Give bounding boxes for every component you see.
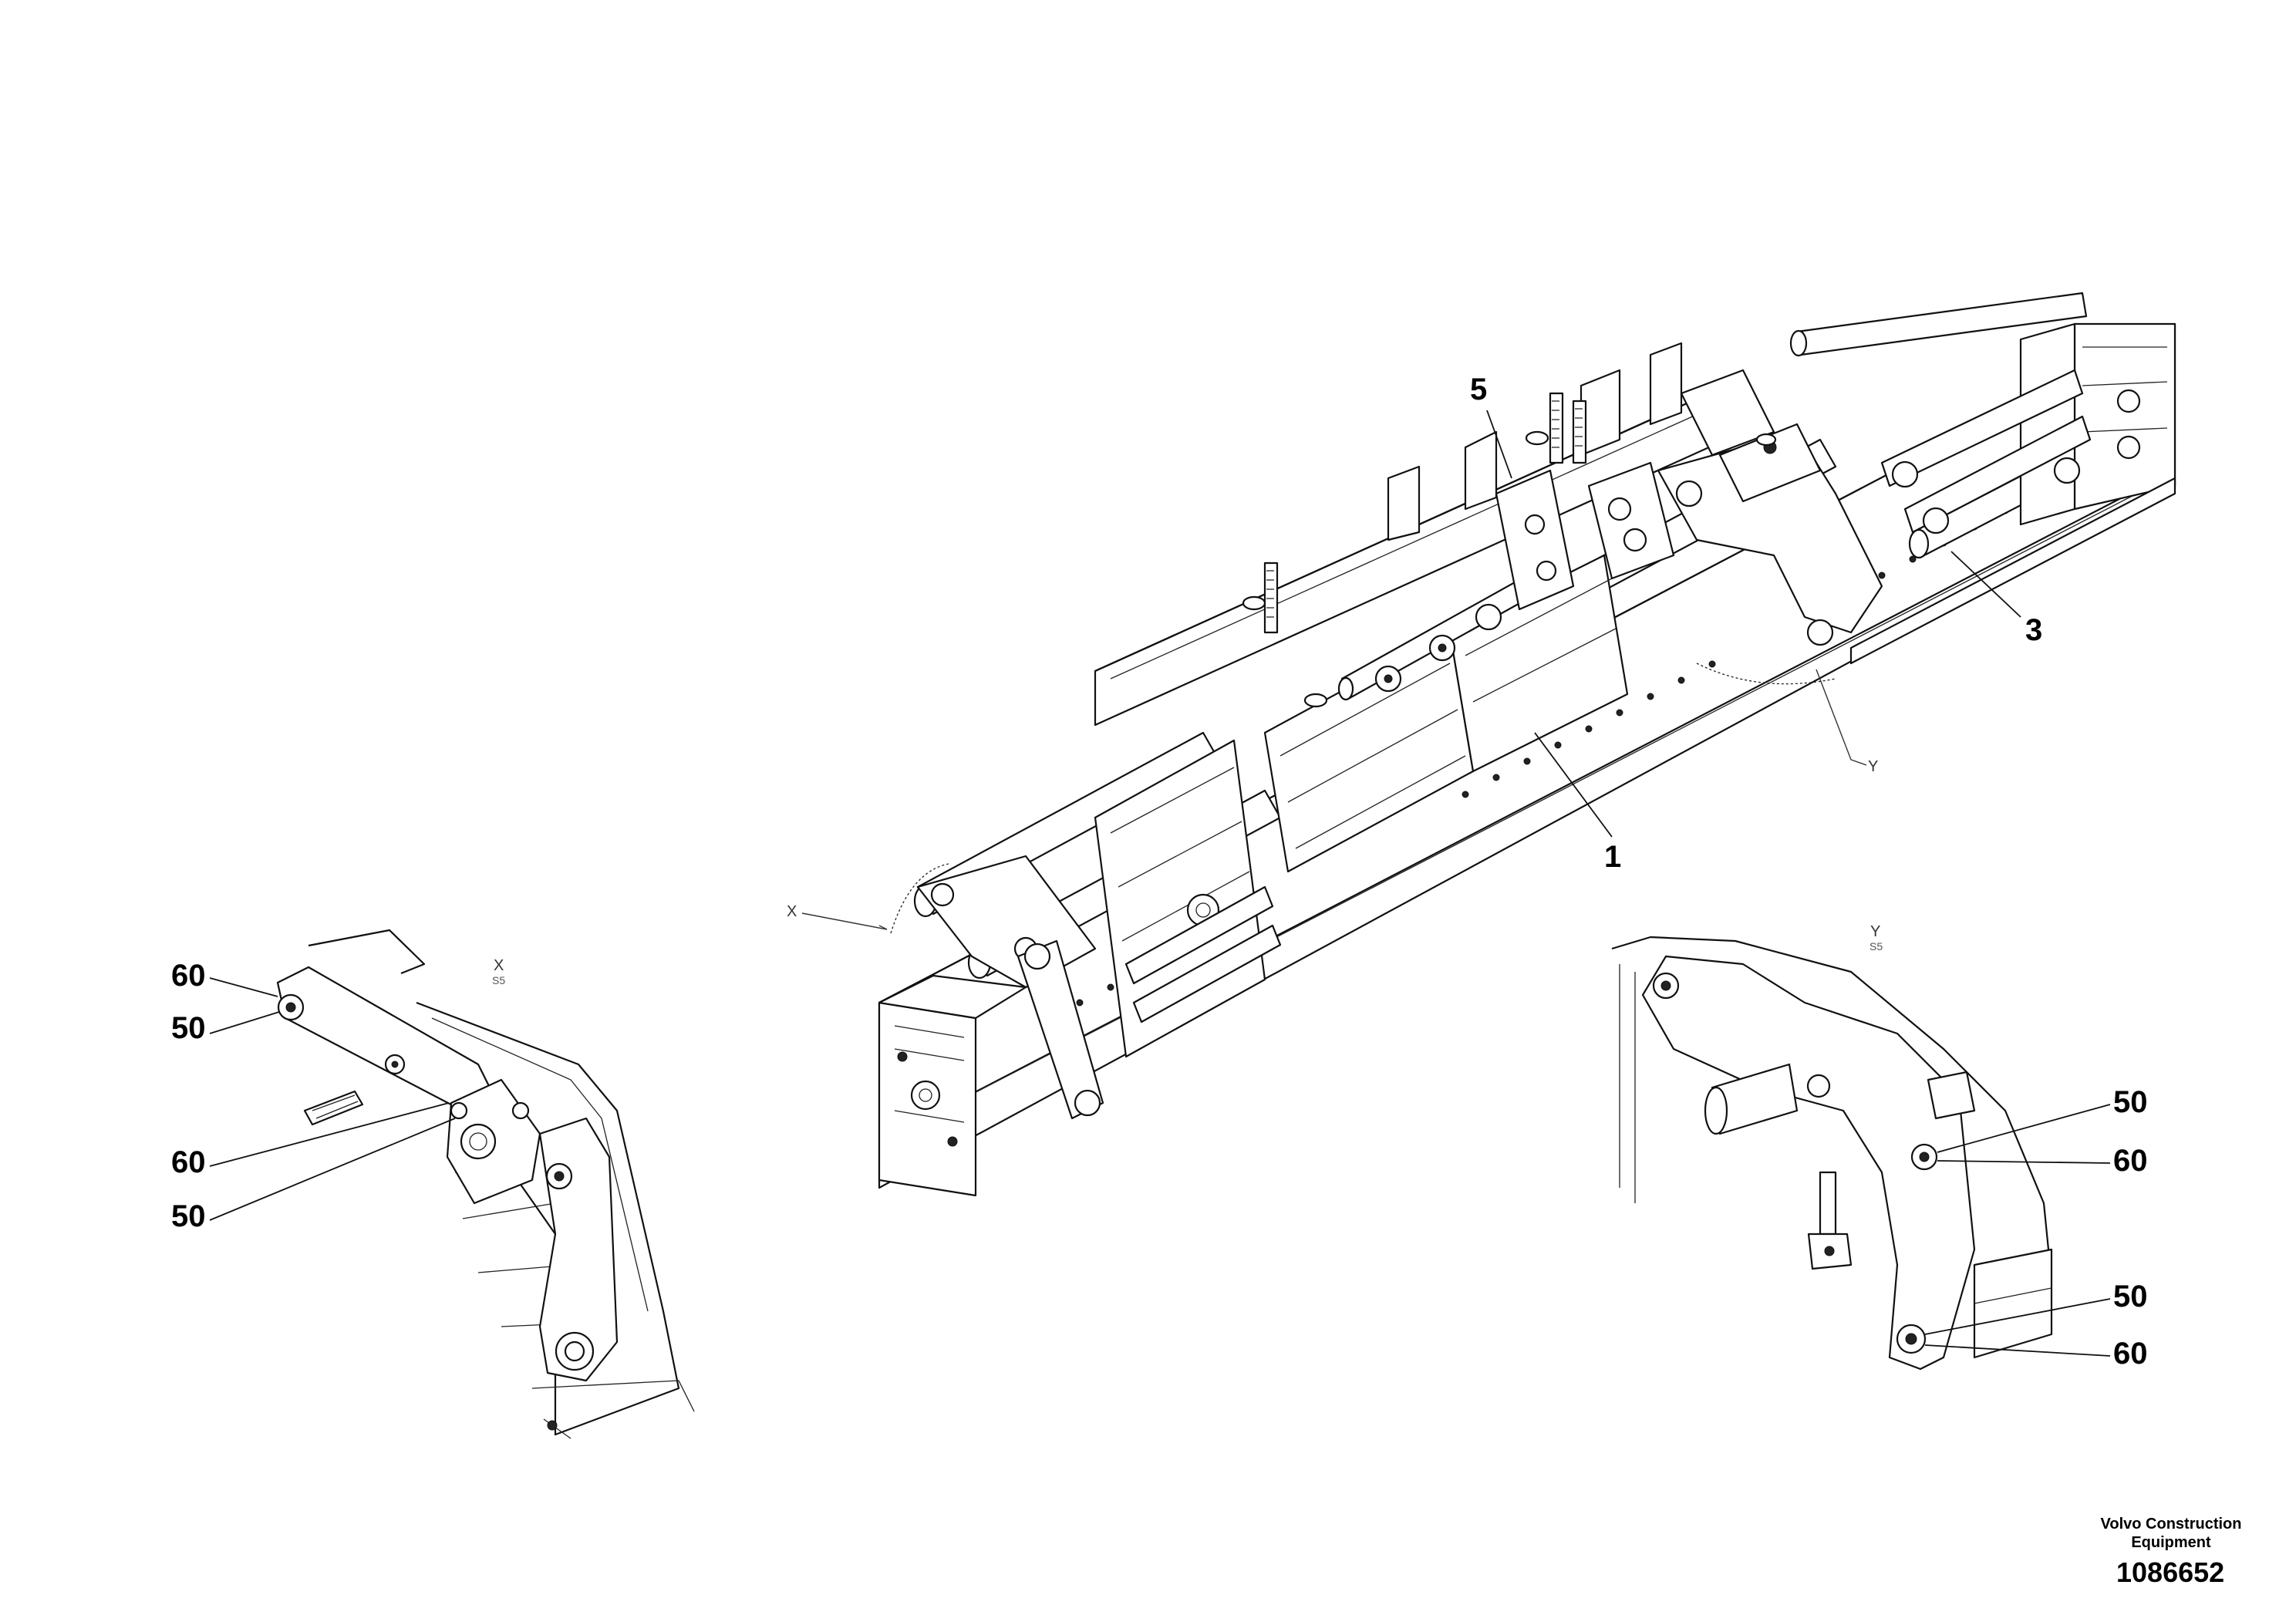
callout-left-bot-60: 60 [171,1102,450,1179]
callout-right-top-60: 60 [1937,1144,2148,1178]
callout-left-bot-60-label: 60 [171,1145,206,1179]
callout-left-top-60-label: 60 [171,959,206,993]
view-y-detail-letter: Y [1870,923,1880,940]
detail-view-x: X S5 [276,929,695,1439]
view-y-label: Y [1868,758,1878,775]
main-assembly [878,292,2176,1197]
brand-line-1: Volvo Construction [2100,1516,2242,1533]
brand-label: Volvo Construction Equipment [2067,1515,2275,1552]
callout-left-top-60: 60 [171,959,278,997]
callout-1: 1 [1534,732,1621,874]
callout-1-label: 1 [1604,840,1621,874]
callout-left-top-50: 50 [171,1011,280,1045]
callout-right-bot-50: 50 [1924,1280,2148,1335]
detail-view-y: Y S5 [1611,923,2053,1371]
callout-3: 3 [1950,551,2042,647]
view-y-detail-scale: S5 [1870,940,1883,953]
view-x-label: X [787,903,797,920]
callout-3-label: 3 [2025,613,2042,647]
brand-line-2: Equipment [2131,1534,2211,1551]
callout-5-label: 5 [1470,373,1487,406]
callout-right-bot-60-label: 60 [2113,1337,2148,1371]
callout-left-bot-50: 50 [171,1118,456,1233]
callout-5: 5 [1470,373,1512,479]
view-y-marker: Y [1696,663,1878,775]
view-x-detail-scale: S5 [492,974,505,986]
callout-right-bot-50-label: 50 [2113,1280,2148,1313]
callout-right-top-50-label: 50 [2113,1085,2148,1119]
callout-left-top-50-label: 50 [171,1011,206,1045]
document-number: 1086652 [2116,1556,2225,1588]
view-x-marker: X [787,863,949,934]
view-x-detail-letter: X [494,957,504,974]
callout-right-top-50: 50 [1937,1085,2148,1153]
callout-right-top-60-label: 60 [2113,1144,2148,1178]
callout-left-bot-50-label: 50 [171,1199,206,1233]
callout-right-bot-60: 60 [1924,1337,2148,1371]
